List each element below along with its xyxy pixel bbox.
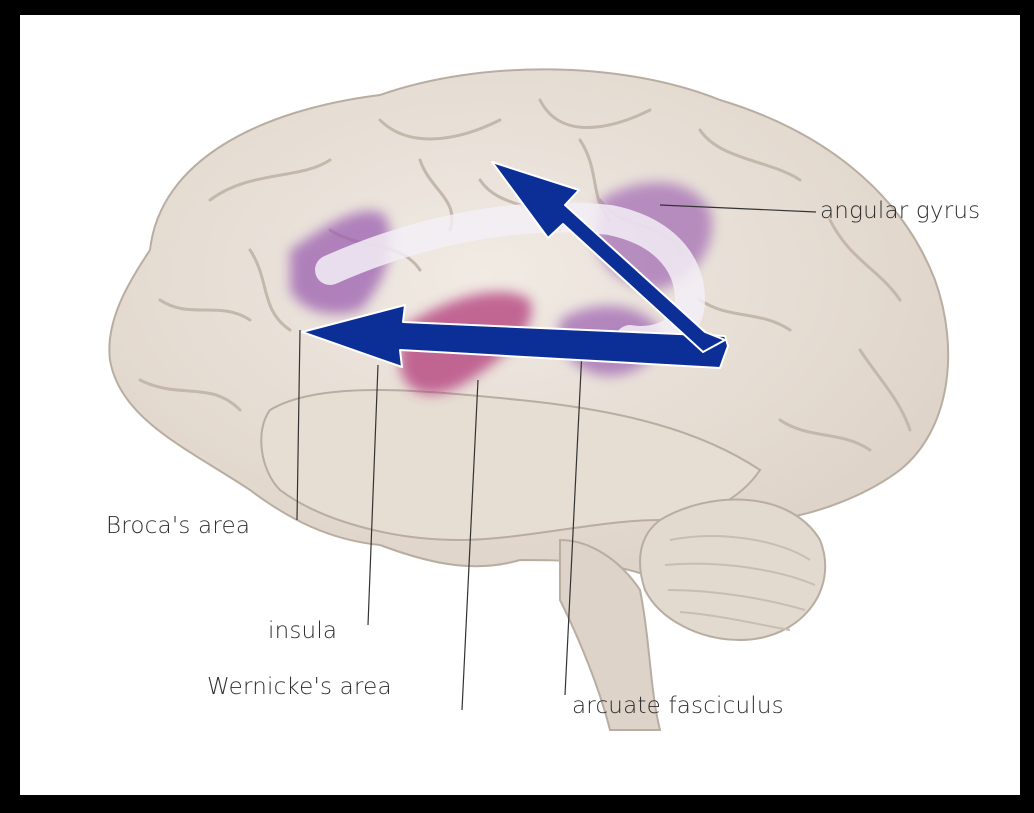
insula-label: insula	[268, 618, 337, 644]
brocas-area-label: Broca's area	[106, 513, 250, 539]
angular-gyrus-label: angular gyrus	[820, 198, 980, 224]
wernickes-area-label: Wernicke's area	[207, 674, 392, 700]
arcuate-fasciculus-label: arcuate fasciculus	[572, 693, 784, 719]
